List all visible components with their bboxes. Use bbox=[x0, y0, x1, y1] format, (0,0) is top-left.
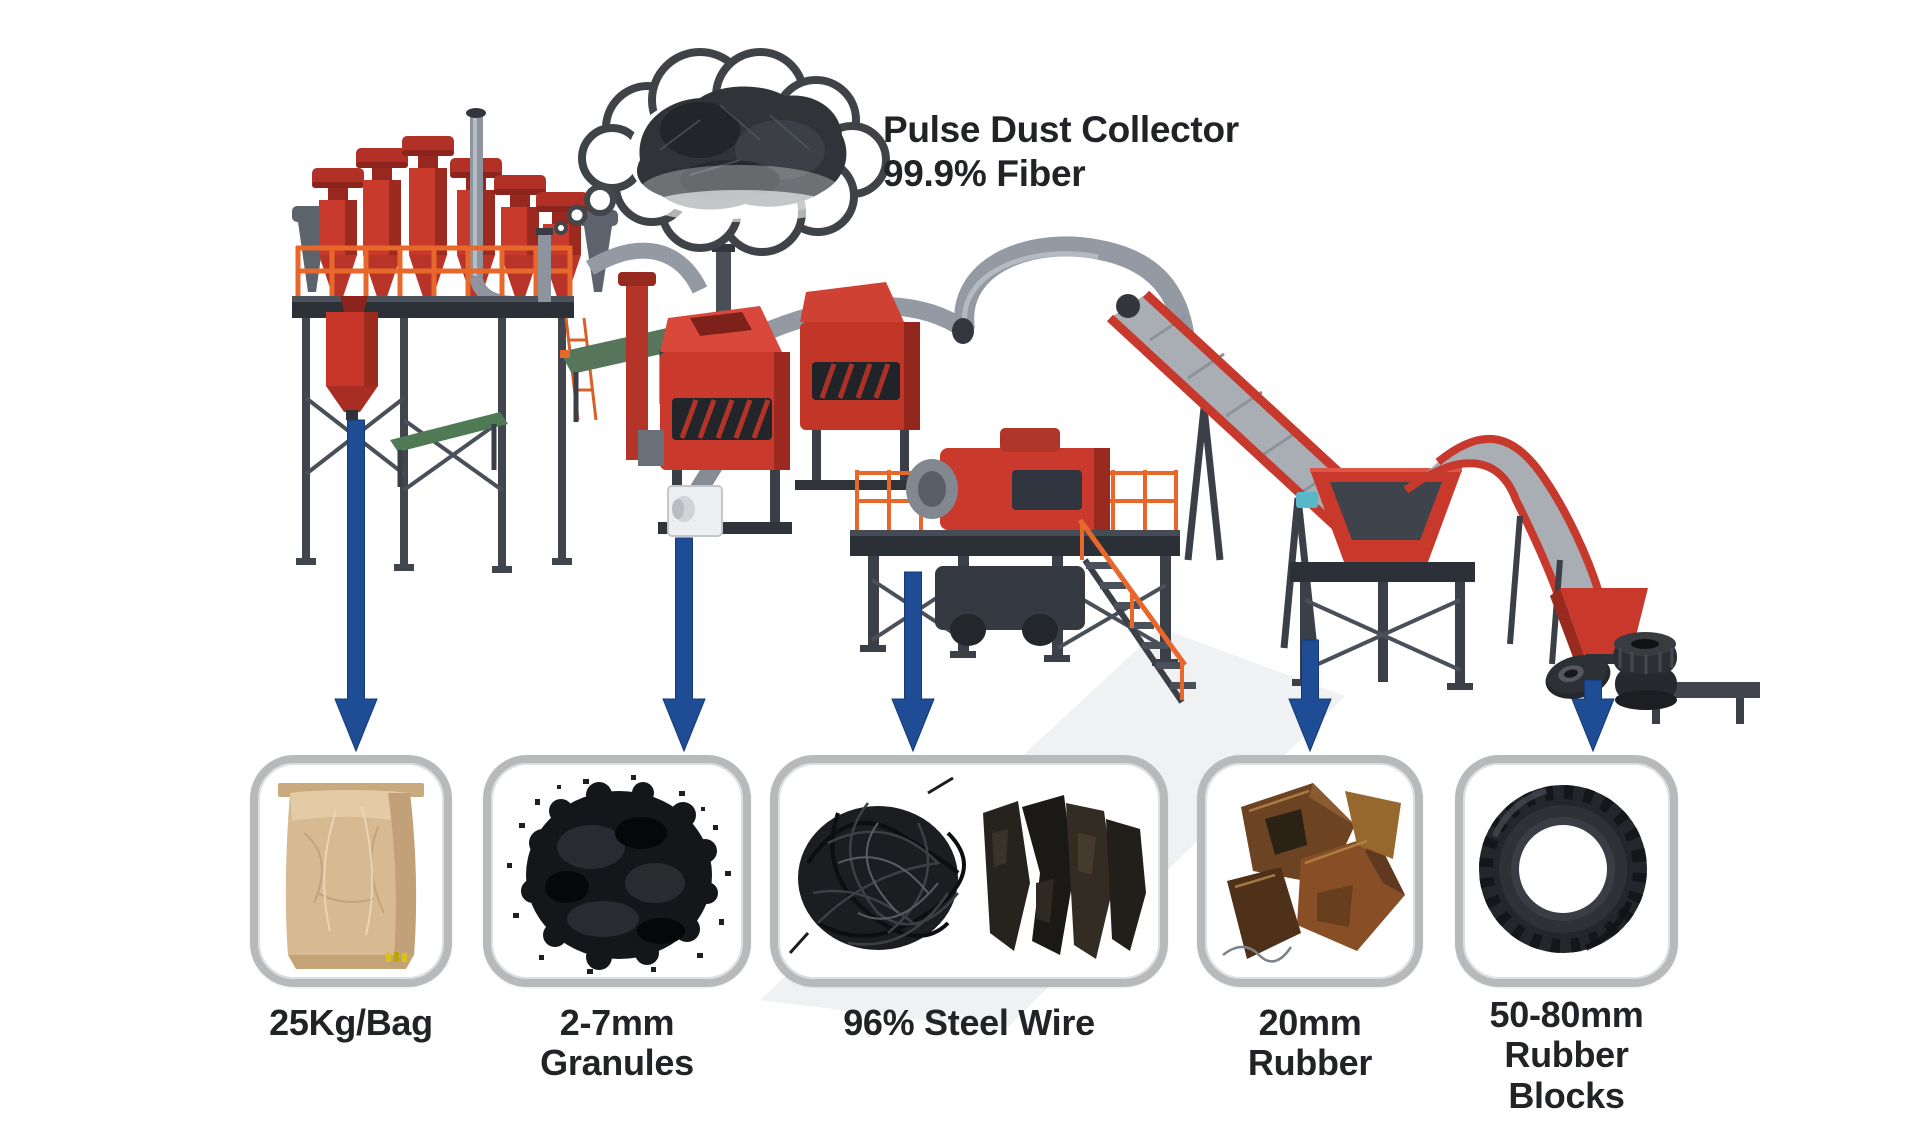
product-granules: 2-7mm Granules bbox=[483, 755, 751, 1084]
product-label: 96% Steel Wire bbox=[843, 1002, 1095, 1043]
steel-wire-scrap-and-rubber-strips bbox=[788, 776, 1146, 959]
steel-wire-card bbox=[770, 755, 1168, 987]
product-bag: 25Kg/Bag bbox=[250, 755, 452, 1043]
product-label: 2-7mm Granules bbox=[540, 1002, 694, 1084]
platform-railing bbox=[295, 245, 573, 296]
product-label: 20mm Rubber bbox=[1247, 1002, 1373, 1084]
granulator-a bbox=[638, 306, 792, 534]
product-label: 25Kg/Bag bbox=[269, 1002, 433, 1043]
shredded-rubber-chunks bbox=[1222, 783, 1405, 963]
discharge-outlet bbox=[667, 485, 723, 537]
tire-card bbox=[1455, 755, 1678, 987]
down-arrow-bag bbox=[334, 419, 378, 753]
product-tire: 50-80mm Rubber Blocks bbox=[1455, 755, 1678, 1116]
rubber-chunks-card bbox=[1197, 755, 1423, 987]
down-arrow-granules bbox=[662, 537, 706, 753]
magnetic-separator-platform bbox=[850, 428, 1196, 704]
title-line-2: 99.9% Fiber bbox=[883, 153, 1086, 195]
cyclone-separators bbox=[312, 136, 588, 300]
down-arrow-rubber bbox=[1288, 639, 1332, 753]
bagging-station bbox=[326, 296, 378, 420]
fiber-mass bbox=[636, 86, 847, 222]
magnetic-separator bbox=[906, 428, 1110, 530]
flow-arrows bbox=[334, 419, 1615, 753]
title-block: Pulse Dust Collector 99.9% Fiber bbox=[883, 108, 1239, 197]
waste-tire bbox=[1479, 785, 1647, 953]
down-arrow-steel-wire bbox=[891, 571, 935, 753]
takeaway-conveyor bbox=[390, 412, 508, 487]
bag-card bbox=[250, 755, 452, 987]
stairs bbox=[1077, 518, 1196, 704]
product-rubber-chunks: 20mm Rubber bbox=[1197, 755, 1423, 1084]
granulator-b bbox=[795, 282, 925, 490]
granules-card bbox=[483, 755, 751, 987]
granulator-machines bbox=[536, 228, 1196, 537]
down-arrow-blocks bbox=[1571, 679, 1615, 753]
product-label: 50-80mm Rubber Blocks bbox=[1489, 994, 1644, 1116]
product-steel-wire: 96% Steel Wire bbox=[770, 755, 1168, 1043]
black-rubber-granule-pile bbox=[507, 775, 731, 974]
title-line-1: Pulse Dust Collector bbox=[883, 109, 1239, 150]
kraft-paper-bag bbox=[278, 783, 424, 969]
discharge-conveyor-and-chute bbox=[1403, 434, 1648, 665]
tire-stack bbox=[1613, 632, 1677, 710]
pulse-dust-collector-cloud bbox=[554, 48, 890, 256]
